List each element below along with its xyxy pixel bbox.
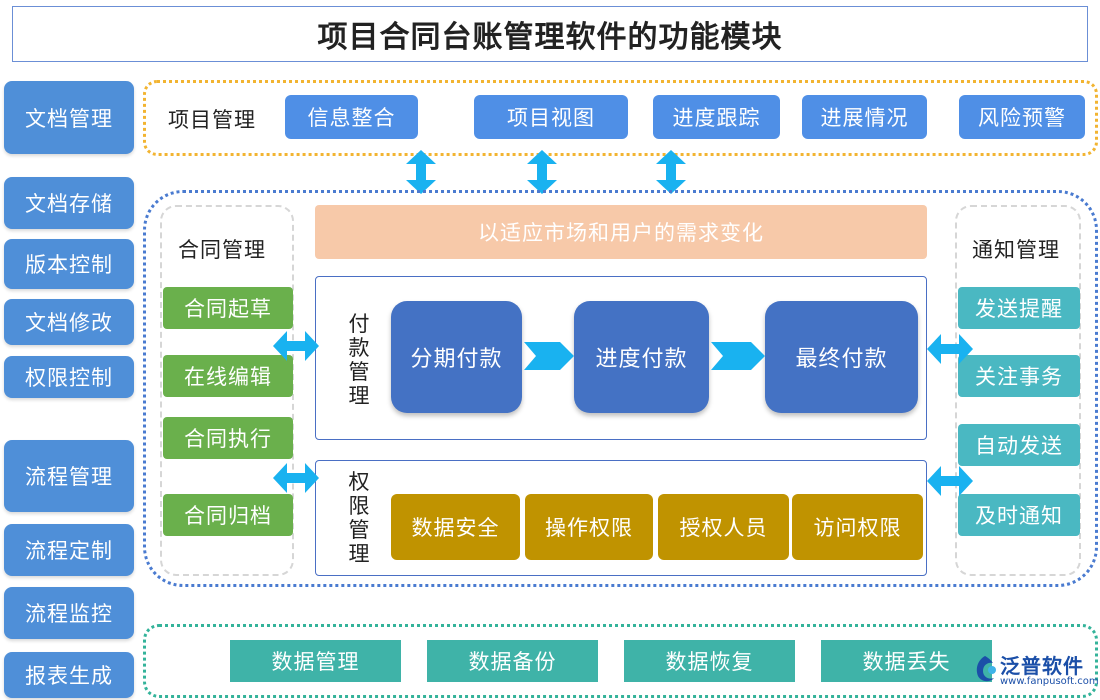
sidebar-item-process-management[interactable]: 流程管理 xyxy=(4,440,134,512)
chevron-right-icon xyxy=(711,342,765,370)
notify-item-timely[interactable]: 及时通知 xyxy=(958,494,1080,536)
arrow-horizontal-permission-notify xyxy=(927,466,973,496)
project-btn-view[interactable]: 项目视图 xyxy=(474,95,628,139)
sidebar-item-version-control[interactable]: 版本控制 xyxy=(4,239,134,289)
sidebar-item-permission-control[interactable]: 权限控制 xyxy=(4,356,134,398)
notify-item-follow[interactable]: 关注事务 xyxy=(958,355,1080,397)
permission-item-access[interactable]: 访问权限 xyxy=(792,494,923,560)
project-btn-status[interactable]: 进展情况 xyxy=(802,95,927,139)
project-btn-risk[interactable]: 风险预警 xyxy=(959,95,1085,139)
data-management-group xyxy=(143,624,1098,698)
payment-step-final[interactable]: 最终付款 xyxy=(765,301,918,413)
payment-step-installment[interactable]: 分期付款 xyxy=(391,301,522,413)
page-title: 项目合同台账管理软件的功能模块 xyxy=(12,6,1088,62)
sidebar-item-doc-edit[interactable]: 文档修改 xyxy=(4,299,134,345)
permission-item-operation[interactable]: 操作权限 xyxy=(525,494,653,560)
arrow-horizontal-payment-notify xyxy=(927,334,973,364)
arrow-horizontal-contract-permission xyxy=(273,463,319,493)
sidebar-item-doc-management[interactable]: 文档管理 xyxy=(4,81,134,154)
permission-management-label: 权限管理 xyxy=(348,470,370,566)
logo-icon xyxy=(976,656,996,682)
arrow-vertical-1 xyxy=(406,150,436,194)
payment-step-progress[interactable]: 进度付款 xyxy=(574,301,709,413)
notify-column xyxy=(955,205,1081,576)
project-management-group xyxy=(143,80,1098,156)
payment-management-label: 付款管理 xyxy=(348,312,370,408)
data-item-management[interactable]: 数据管理 xyxy=(230,640,401,682)
contract-item-archive[interactable]: 合同归档 xyxy=(163,494,293,536)
contract-management-label: 合同管理 xyxy=(178,238,266,262)
sidebar-item-report[interactable]: 报表生成 xyxy=(4,652,134,698)
logo-name: 泛普软件 xyxy=(1000,654,1084,678)
notify-management-label: 通知管理 xyxy=(972,238,1060,262)
adapt-banner: 以适应市场和用户的需求变化 xyxy=(315,205,927,259)
logo-url: www.fanpusoft.com xyxy=(1000,676,1099,687)
main-module-group xyxy=(143,190,1098,587)
notify-item-send-reminder[interactable]: 发送提醒 xyxy=(958,287,1080,329)
data-item-loss[interactable]: 数据丢失 xyxy=(821,640,992,682)
contract-item-online-edit[interactable]: 在线编辑 xyxy=(163,355,293,397)
sidebar-item-process-custom[interactable]: 流程定制 xyxy=(4,524,134,576)
chevron-right-icon xyxy=(524,342,574,370)
project-btn-info[interactable]: 信息整合 xyxy=(285,95,418,139)
notify-item-auto-send[interactable]: 自动发送 xyxy=(958,424,1080,466)
contract-item-draft[interactable]: 合同起草 xyxy=(163,287,293,329)
project-management-label: 项目管理 xyxy=(168,108,256,132)
arrow-horizontal-contract-payment xyxy=(273,331,319,361)
sidebar-item-doc-storage[interactable]: 文档存储 xyxy=(4,177,134,229)
sidebar-item-process-monitor[interactable]: 流程监控 xyxy=(4,587,134,639)
permission-item-authorized[interactable]: 授权人员 xyxy=(658,494,789,560)
permission-item-data-security[interactable]: 数据安全 xyxy=(391,494,520,560)
data-item-recovery[interactable]: 数据恢复 xyxy=(624,640,795,682)
arrow-vertical-3 xyxy=(656,150,686,194)
contract-item-execute[interactable]: 合同执行 xyxy=(163,417,293,459)
contract-column xyxy=(160,205,294,576)
arrow-vertical-2 xyxy=(527,150,557,194)
project-btn-progress[interactable]: 进度跟踪 xyxy=(653,95,780,139)
data-item-backup[interactable]: 数据备份 xyxy=(427,640,598,682)
